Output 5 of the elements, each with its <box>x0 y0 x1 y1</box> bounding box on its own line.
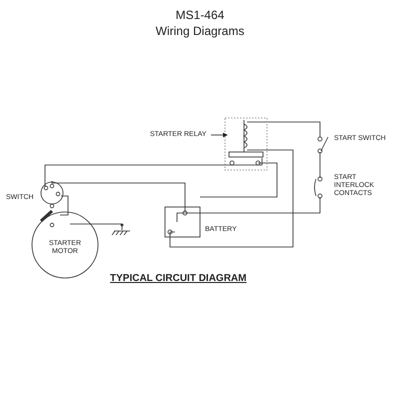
subtitle: Wiring Diagrams <box>154 24 246 38</box>
caption-heading: TYPICAL CIRCUIT DIAGRAM <box>110 273 248 285</box>
title: MS1-464 <box>174 8 226 22</box>
starter-relay-symbol <box>224 118 268 170</box>
leader-line <box>210 132 228 138</box>
